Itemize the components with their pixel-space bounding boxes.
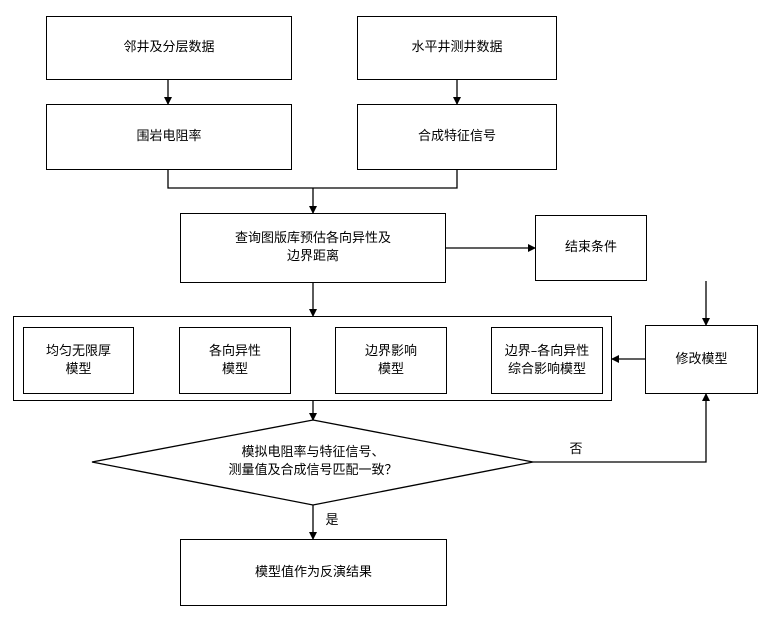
node-model-uniform: 均匀无限厚 模型 (23, 327, 134, 394)
node-model-uniform-label: 均匀无限厚 模型 (45, 343, 111, 377)
node-model-anisotropy: 各向异性 模型 (179, 327, 291, 394)
node-adjacent-well: 邻井及分层数据 (46, 16, 292, 80)
merge-line (167, 170, 458, 189)
node-horizontal-well-label: 水平井测井数据 (411, 40, 503, 55)
node-end-condition-label: 结束条件 (564, 240, 617, 255)
node-surrounding-resistivity: 围岩电阻率 (46, 104, 292, 170)
node-end-condition: 结束条件 (535, 215, 647, 281)
node-result-label: 模型值作为反演结果 (254, 564, 372, 580)
node-adjacent-well-label: 邻井及分层数据 (123, 40, 215, 55)
arrow-decision-no-to-modify (533, 393, 710, 463)
node-model-combined-label: 边界–各向异性 综合影响模型 (504, 343, 590, 377)
node-query-chart: 查询图版库预估各向异性及 边界距离 (180, 213, 446, 283)
node-model-anisotropy-label: 各向异性 模型 (208, 343, 261, 377)
decision-diamond (91, 419, 534, 506)
node-synthetic-signal: 合成特征信号 (357, 104, 557, 170)
edge-yes-label: 是 (325, 513, 339, 528)
node-model-boundary: 边界影响 模型 (335, 327, 447, 394)
node-horizontal-well: 水平井测井数据 (357, 16, 557, 80)
node-model-boundary-label: 边界影响 模型 (364, 343, 417, 377)
node-model-combined: 边界–各向异性 综合影响模型 (491, 327, 603, 394)
node-surrounding-resistivity-label: 围岩电阻率 (136, 129, 202, 144)
model-group (13, 316, 612, 401)
node-synthetic-signal-label: 合成特征信号 (417, 129, 496, 144)
node-modify-model: 修改模型 (645, 325, 758, 394)
node-result: 模型值作为反演结果 (180, 539, 447, 606)
edge-no-label: 否 (569, 442, 583, 457)
node-modify-model-label: 修改模型 (675, 351, 728, 367)
decision-label: 模拟电阻率与特征信号、 测量值及合成信号匹配一致？ (228, 445, 398, 478)
node-query-chart-label: 查询图版库预估各向异性及 边界距离 (234, 231, 391, 264)
